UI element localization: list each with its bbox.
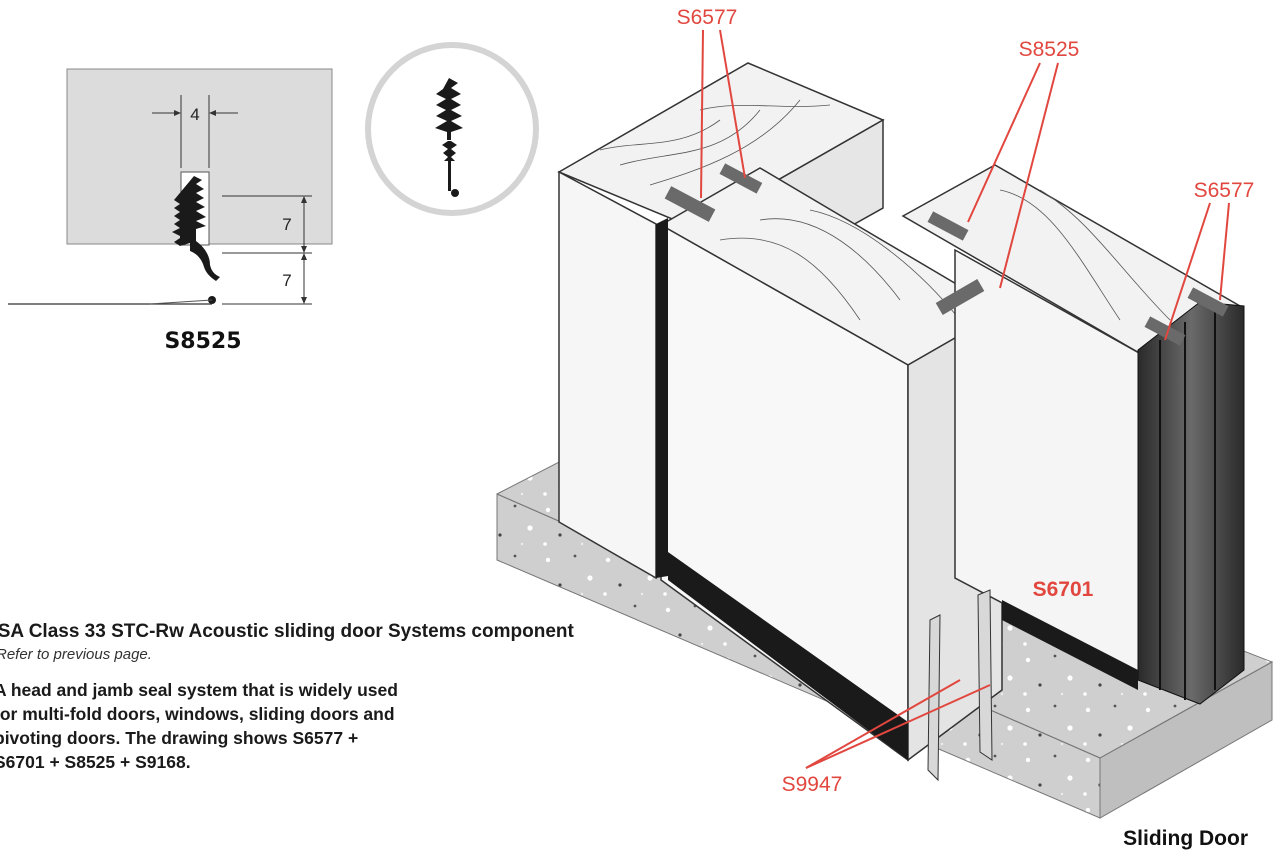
dimension-upper-label: 7 [282, 215, 291, 234]
sliding-door-illustration [496, 62, 1274, 819]
dim-vert-upper-arrow-a [301, 196, 307, 203]
drop-seal-left [927, 614, 941, 782]
dimension-top-label: 4 [190, 105, 199, 124]
door-caption: Sliding Door [1123, 827, 1248, 850]
dim-vert-lower-arrow-a [301, 253, 307, 260]
label-s6577-left: S6577 [677, 6, 738, 29]
right-bottom-seal [1002, 600, 1138, 690]
product-caption: S8525 [164, 329, 241, 354]
leader-lines [700, 29, 1230, 769]
label-s9947: S9947 [782, 773, 843, 796]
dim-arrowhead-left [174, 110, 181, 116]
seal-profile-icon [365, 42, 539, 216]
s8525-detail-drawing: 4 7 7 S8525 [8, 68, 333, 354]
label-s6577-right: S6577 [1194, 179, 1255, 202]
dim-arrowhead-right [209, 110, 216, 116]
info-text-block: CSA Class 33 STC-Rw Acoustic sliding doo… [0, 621, 650, 774]
dim-vert-upper-arrow-b [301, 246, 307, 253]
detail-floor-sweep [149, 299, 213, 305]
label-s6701: S6701 [1033, 578, 1094, 601]
left-jamb-seal [656, 218, 668, 578]
info-note: Refer to previous page. [0, 646, 152, 663]
drop-seal-right [977, 589, 993, 761]
info-title: CSA Class 33 STC-Rw Acoustic sliding doo… [0, 621, 574, 642]
info-description: A head and jamb seal system that is wide… [0, 680, 398, 772]
dim-vert-lower-arrow-b [301, 297, 307, 304]
dimension-lower-label: 7 [282, 271, 291, 290]
label-s8525-top: S8525 [1019, 38, 1080, 61]
bottom-seal-strip [668, 552, 908, 760]
left-frame-front [558, 170, 657, 580]
right-jamb-seal-stack [1137, 301, 1245, 705]
